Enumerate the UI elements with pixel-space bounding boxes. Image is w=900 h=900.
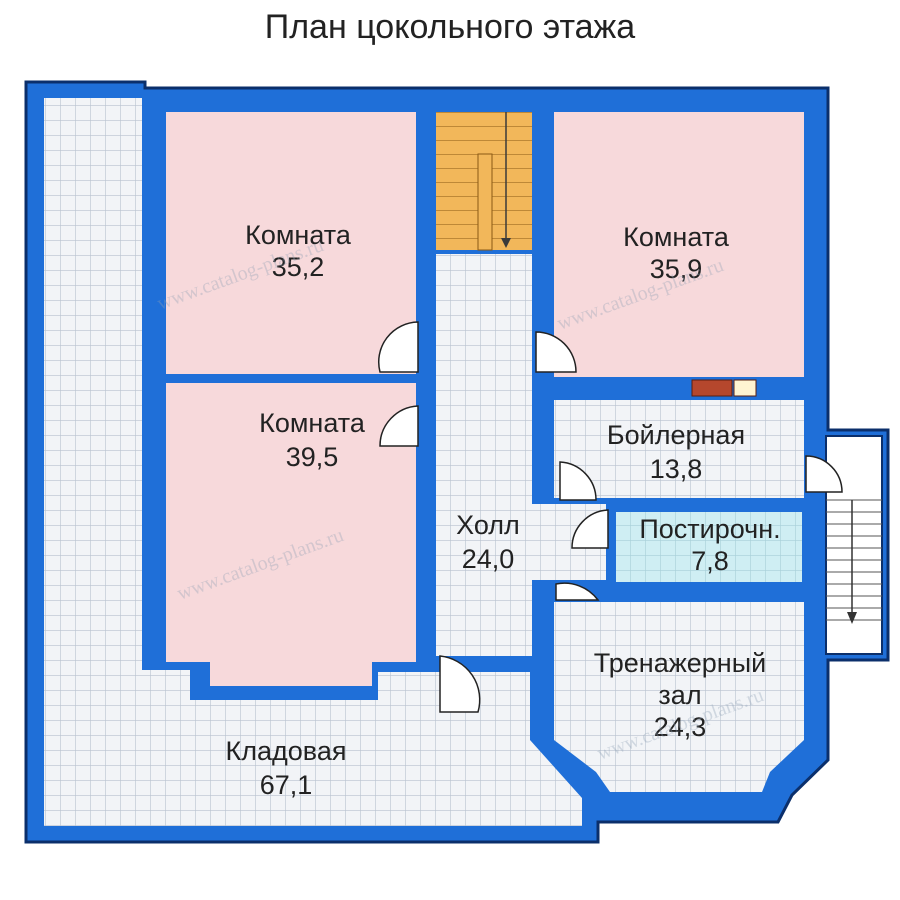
boiler-name: Бойлерная	[607, 420, 745, 450]
doors	[377, 321, 843, 713]
room-35-2-area: 35,2	[272, 252, 325, 282]
room-35-9	[554, 112, 804, 377]
room-39-5-name: Комната	[259, 408, 366, 438]
gym-name: Тренажерный	[594, 648, 766, 678]
laundry-area: 7,8	[691, 546, 729, 576]
room-39-5-area: 39,5	[286, 442, 339, 472]
gym-area: 24,3	[654, 712, 707, 742]
boiler-area: 13,8	[650, 454, 703, 484]
boiler-equipment	[691, 379, 757, 397]
room-35-2-name: Комната	[245, 220, 352, 250]
plan-title: План цокольного этажа	[264, 8, 636, 46]
room-39-5	[166, 383, 416, 686]
hall-area: 24,0	[462, 544, 515, 574]
storage-name: Кладовая	[226, 736, 347, 766]
room-laundry	[616, 512, 802, 582]
room-boiler	[554, 400, 804, 498]
room-35-2	[166, 112, 416, 374]
room-35-9-area: 35,9	[650, 254, 703, 284]
storage-area: 67,1	[260, 770, 313, 800]
gym-name-2: зал	[658, 680, 701, 710]
room-storage	[44, 98, 582, 826]
room-35-9-name: Комната	[623, 222, 730, 252]
room-gym	[554, 602, 804, 792]
hall-name: Холл	[456, 510, 520, 540]
room-hall	[436, 254, 606, 656]
laundry-name: Постирочн.	[639, 514, 780, 544]
stair-main	[436, 112, 532, 251]
room-labels: Комната 35,2 Комната 35,9 Комната 39,5 Б…	[226, 220, 781, 800]
